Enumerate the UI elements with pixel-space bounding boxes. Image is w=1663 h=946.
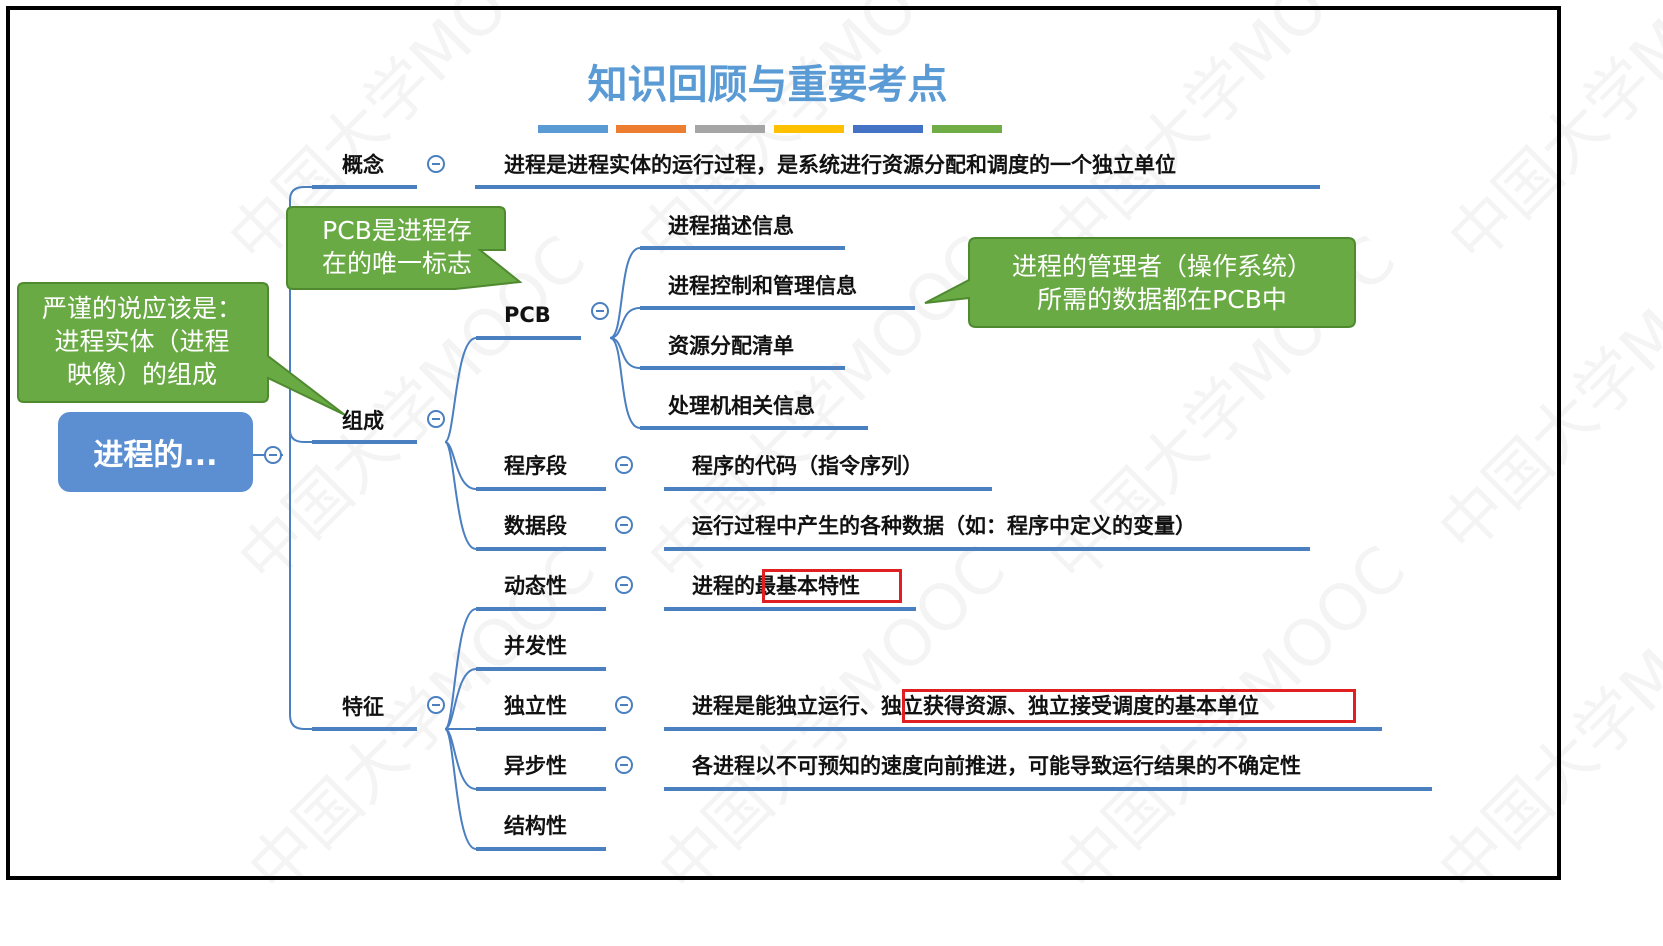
pcb-item-1[interactable]: 进程描述信息 — [668, 214, 794, 238]
node-underline — [664, 727, 1382, 731]
stripe-2 — [616, 125, 686, 133]
callout-manager-line-1: 进程的管理者（操作系统） — [1011, 252, 1312, 281]
callout-manager-bubble — [924, 237, 1356, 328]
pcb-item-3[interactable]: 资源分配清单 — [668, 334, 794, 358]
node-underline — [664, 487, 992, 491]
node-underline — [476, 727, 606, 731]
node-concept[interactable]: 概念 — [342, 153, 384, 177]
slide-frame — [6, 6, 1561, 880]
node-underline — [640, 306, 915, 310]
dynamic-detail-highlight: 最基本特性 — [755, 574, 860, 598]
concept-detail: 进程是进程实体的运行过程，是系统进行资源分配和调度的一个独立单位 — [504, 153, 1176, 177]
data-segment-collapse-icon[interactable] — [615, 516, 633, 534]
node-underline — [664, 607, 916, 611]
node-program-segment[interactable]: 程序段 — [504, 454, 567, 478]
callout-entity-bubble — [17, 282, 346, 416]
asynchrony-collapse-icon[interactable] — [615, 756, 633, 774]
slide-title: 知识回顾与重要考点 — [587, 61, 948, 108]
node-underline — [664, 787, 1432, 791]
node-features[interactable]: 特征 — [342, 695, 384, 719]
callout-shapes — [17, 206, 1356, 416]
stripe-6 — [932, 125, 1002, 133]
data-segment-detail: 运行过程中产生的各种数据（如：程序中定义的变量） — [692, 514, 1196, 538]
callout-pcb-line-2: 在的唯一标志 — [321, 249, 472, 278]
node-underline — [312, 727, 417, 731]
stripe-1 — [538, 125, 608, 133]
independence-collapse-icon[interactable] — [615, 696, 633, 714]
stripe-4 — [774, 125, 844, 133]
highlight-box — [902, 689, 1356, 723]
callout-pcb-bubble — [286, 206, 523, 290]
root-collapse-icon[interactable] — [264, 446, 282, 464]
callout-manager: 进程的管理者（操作系统） 所需的数据都在PCB中 — [972, 250, 1352, 316]
pcb-item-2[interactable]: 进程控制和管理信息 — [668, 274, 857, 298]
independence-detail-prefix: 进程是能独立运行、 — [692, 694, 881, 718]
node-concurrency[interactable]: 并发性 — [504, 634, 567, 658]
callout-entity-line-2: 进程实体（进程 — [54, 327, 230, 356]
highlight-box — [762, 569, 902, 603]
node-underline — [640, 426, 868, 430]
node-asynchrony[interactable]: 异步性 — [504, 754, 567, 778]
callout-entity: 严谨的说应该是： 进程实体（进程 映像）的组成 — [22, 292, 262, 391]
node-underline — [476, 667, 606, 671]
dynamic-detail: 进程的最基本特性 — [692, 573, 860, 599]
callout-manager-line-2: 所需的数据都在PCB中 — [1037, 285, 1287, 314]
program-segment-detail: 程序的代码（指令序列） — [692, 454, 923, 478]
program-segment-collapse-icon[interactable] — [615, 456, 633, 474]
asynchrony-detail: 各进程以不可预知的速度向前推进，可能导致运行结果的不确定性 — [692, 754, 1301, 778]
stripe-3 — [695, 125, 765, 133]
node-pcb[interactable]: PCB — [504, 303, 551, 327]
dynamic-collapse-icon[interactable] — [615, 576, 633, 594]
root-node[interactable]: 进程的... — [58, 412, 253, 492]
callout-entity-line-3: 映像）的组成 — [66, 360, 217, 389]
node-underline — [476, 787, 606, 791]
callout-pcb: PCB是进程存 在的唯一标志 — [297, 214, 497, 280]
callout-entity-line-1: 严谨的说应该是： — [41, 294, 242, 323]
node-dynamic[interactable]: 动态性 — [504, 574, 567, 598]
node-underline — [476, 547, 606, 551]
features-collapse-icon[interactable] — [427, 696, 445, 714]
node-underline — [476, 607, 606, 611]
node-data-segment[interactable]: 数据段 — [504, 514, 567, 538]
pcb-collapse-icon[interactable] — [591, 302, 609, 320]
independence-detail: 进程是能独立运行、独立获得资源、独立接受调度的基本单位 — [692, 693, 1259, 719]
node-underline — [664, 547, 1310, 551]
concept-collapse-icon[interactable] — [427, 155, 445, 173]
node-independence[interactable]: 独立性 — [504, 694, 567, 718]
node-underline — [476, 336, 581, 340]
independence-detail-highlight: 独立获得资源、独立接受调度的基本单位 — [881, 694, 1259, 718]
node-underline — [640, 246, 845, 250]
composition-collapse-icon[interactable] — [427, 410, 445, 428]
stripe-5 — [853, 125, 923, 133]
node-underline — [312, 440, 417, 444]
callout-pcb-line-1: PCB是进程存 — [322, 216, 472, 245]
node-composition[interactable]: 组成 — [342, 409, 384, 433]
node-structure[interactable]: 结构性 — [504, 814, 567, 838]
node-underline — [475, 185, 1320, 189]
node-underline — [312, 185, 417, 189]
node-underline — [476, 487, 606, 491]
pcb-item-4[interactable]: 处理机相关信息 — [668, 394, 815, 418]
node-underline — [640, 366, 845, 370]
node-underline — [476, 847, 606, 851]
dynamic-detail-prefix: 进程的 — [692, 574, 755, 598]
